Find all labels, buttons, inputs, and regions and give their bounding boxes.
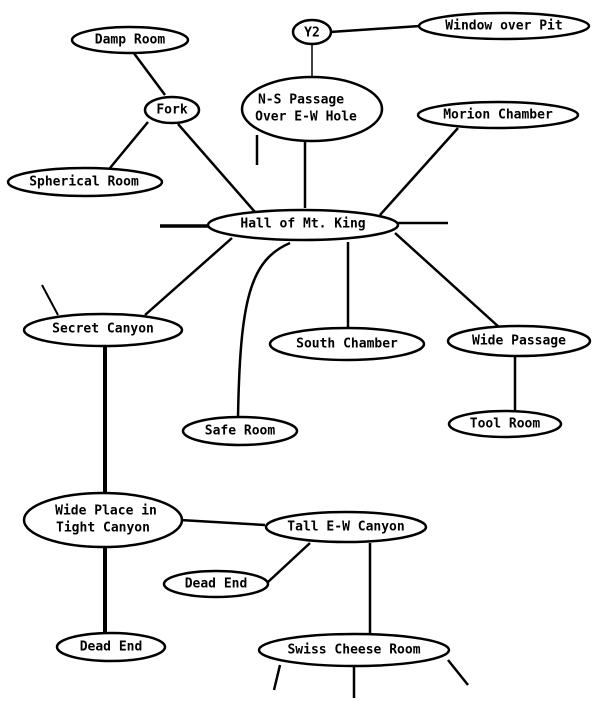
label-tall-ew-canyon: Tall E-W Canyon bbox=[287, 520, 404, 535]
connections bbox=[41, 24, 517, 698]
link-secret-stub bbox=[41, 284, 59, 316]
label-south-chamber: South Chamber bbox=[296, 337, 398, 352]
label-swiss-cheese-room: Swiss Cheese Room bbox=[287, 643, 420, 658]
label-ns-passage-line2: Over E-W Hole bbox=[255, 110, 357, 125]
link-swiss-stub-right bbox=[447, 659, 469, 686]
link-tall-deadend bbox=[267, 542, 311, 583]
label-spherical-room: Spherical Room bbox=[29, 175, 139, 190]
label-safe-room: Safe Room bbox=[205, 424, 276, 439]
link-hall-wide-passage bbox=[394, 232, 501, 329]
link-hall-secret bbox=[144, 237, 233, 316]
link-y2-window bbox=[329, 24, 421, 34]
link-damp-fork bbox=[131, 51, 167, 96]
node-morion-chamber[interactable] bbox=[416, 100, 580, 130]
node-damp-room[interactable] bbox=[70, 25, 190, 55]
label-window-over-pit: Window over Pit bbox=[445, 19, 562, 34]
link-swiss-stub-left bbox=[272, 664, 282, 691]
link-wideplace-tall bbox=[179, 518, 266, 527]
node-window-over-pit[interactable] bbox=[417, 11, 591, 41]
link-fork-hall bbox=[177, 123, 256, 213]
node-dead-end-2[interactable] bbox=[55, 631, 167, 663]
label-fork: Fork bbox=[156, 103, 187, 118]
labels: Y2 Window over Pit Damp Room N-S Passage… bbox=[29, 19, 566, 658]
label-dead-end-1: Dead End bbox=[185, 577, 248, 592]
label-dead-end-2: Dead End bbox=[80, 640, 143, 655]
link-fork-spherical bbox=[109, 121, 149, 169]
label-wide-passage: Wide Passage bbox=[472, 334, 566, 349]
label-y2: Y2 bbox=[304, 26, 320, 41]
label-tool-room: Tool Room bbox=[470, 417, 541, 432]
node-spherical-room[interactable] bbox=[6, 166, 164, 198]
node-secret-canyon[interactable] bbox=[22, 312, 184, 348]
label-damp-room: Damp Room bbox=[95, 33, 166, 48]
node-y2[interactable] bbox=[291, 18, 333, 46]
node-south-chamber[interactable] bbox=[268, 326, 426, 362]
node-safe-room[interactable] bbox=[181, 415, 299, 447]
label-hall-mt-king: Hall of Mt. King bbox=[240, 217, 365, 232]
label-wide-place-line1: Wide Place in bbox=[55, 504, 157, 519]
node-dead-end-1[interactable] bbox=[162, 569, 270, 599]
node-wide-passage[interactable] bbox=[446, 324, 592, 358]
node-wide-place[interactable] bbox=[22, 491, 184, 549]
label-morion-chamber: Morion Chamber bbox=[443, 108, 553, 123]
label-ns-passage-line1: N-S Passage bbox=[258, 93, 344, 108]
link-hall-safe bbox=[236, 241, 291, 419]
node-ns-passage[interactable] bbox=[240, 75, 384, 143]
node-fork[interactable] bbox=[143, 95, 201, 125]
node-swiss-cheese-room[interactable] bbox=[257, 632, 451, 668]
node-hall-mt-king[interactable] bbox=[206, 208, 400, 242]
link-morion-hall bbox=[379, 127, 459, 216]
label-secret-canyon: Secret Canyon bbox=[52, 322, 154, 337]
label-wide-place-line2: Tight Canyon bbox=[56, 521, 150, 536]
node-tall-ew-canyon[interactable] bbox=[264, 510, 428, 544]
nodes bbox=[6, 11, 592, 668]
node-tool-room[interactable] bbox=[447, 409, 563, 439]
